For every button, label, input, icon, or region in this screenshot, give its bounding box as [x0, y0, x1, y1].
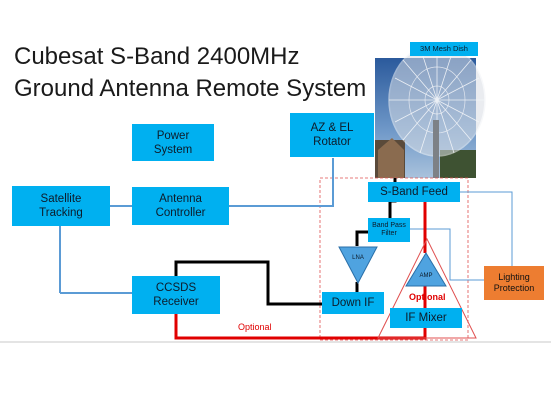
amp-triangle — [405, 252, 447, 287]
lna-label: LNA — [352, 255, 364, 261]
down-if-block: Down IF — [322, 292, 384, 314]
lna-triangle — [338, 246, 378, 285]
if-mixer-block: IF Mixer — [390, 308, 462, 328]
optional-label-bottom: Optional — [238, 322, 272, 332]
line-filter-to-protection — [410, 228, 484, 281]
dish-label: 3M Mesh Dish — [410, 42, 478, 56]
satellite-tracking-block: Satellite Tracking — [12, 186, 110, 226]
az-el-rotator-block: AZ & EL Rotator — [290, 113, 374, 157]
power-system-block: Power System — [132, 124, 214, 161]
line-mixer-to-ccsds-optional — [174, 314, 427, 340]
line-downif-to-ccsds — [174, 260, 322, 306]
amp-outline-triangle — [377, 237, 477, 339]
ccsds-receiver-block: CCSDS Receiver — [132, 276, 220, 314]
diagram-title-line2: Ground Antenna Remote System — [14, 75, 367, 102]
antenna-controller-block: Antenna Controller — [132, 187, 229, 225]
sband-feed-block: S-Band Feed — [368, 182, 460, 202]
lighting-protection-block: Lighting Protection — [484, 266, 544, 300]
amp-label: AMP — [419, 273, 433, 279]
line-controller-to-rotator — [229, 158, 334, 207]
line-filter-to-lna — [355, 230, 373, 246]
band-pass-filter-block: Band Pass Filter — [368, 218, 410, 242]
line-feed-to-protection — [460, 191, 513, 266]
optional-label-amp: Optional — [409, 292, 446, 302]
diagram-title-line1: Cubesat S-Band 2400MHz — [14, 43, 300, 70]
